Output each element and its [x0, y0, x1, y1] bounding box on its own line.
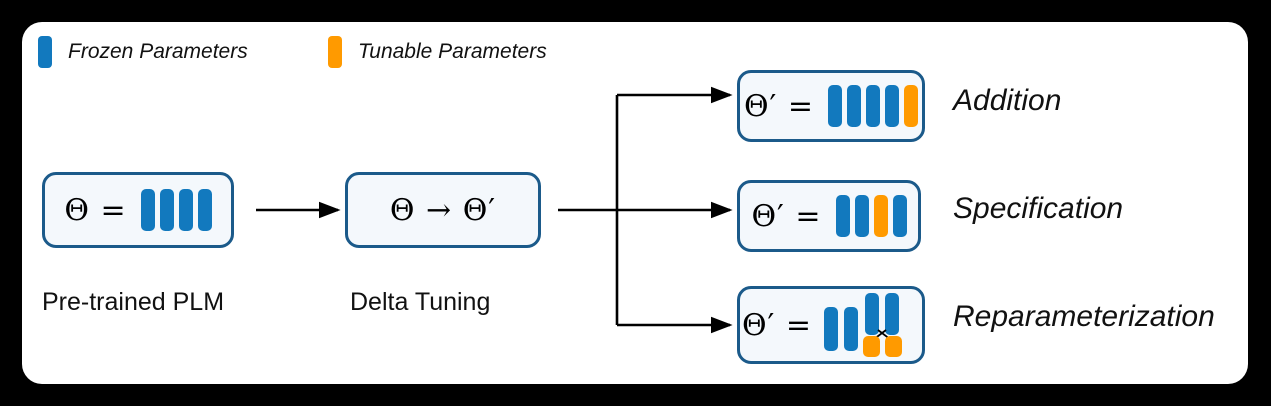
frozen-bar [854, 195, 869, 237]
frozen-bar [178, 189, 193, 231]
specification-label: Specification [953, 192, 1124, 225]
pretrained-parameter-bars [140, 189, 212, 231]
blue-bar-swatch-icon [38, 36, 52, 68]
frozen-bar [159, 189, 174, 231]
delta-tuning-box: Θ → Θ′ [345, 172, 541, 248]
frozen-bar [885, 85, 900, 127]
delta-formula: Θ → Θ′ [389, 192, 497, 228]
pretrained-formula: Θ = [64, 192, 127, 228]
addition-formula: Θ′ = [743, 88, 815, 124]
reparameterization-box: Θ′ = [737, 286, 925, 364]
addition-label: Addition [953, 84, 1062, 117]
frozen-bar [197, 189, 212, 231]
frozen-bar [865, 293, 880, 335]
frozen-bar [824, 307, 839, 351]
legend-label-tunable: Tunable Parameters [358, 40, 547, 63]
pretrained-plm-box: Θ = [42, 172, 234, 248]
frozen-bar [140, 189, 155, 231]
legend-label-frozen: Frozen Parameters [68, 40, 248, 63]
tunable-bar [873, 195, 888, 237]
reparameterization-parameter-graphic [824, 293, 920, 357]
reparameterization-label: Reparameterization [953, 300, 1215, 333]
legend-item-frozen: Frozen Parameters [38, 36, 248, 68]
frozen-bar [892, 195, 907, 237]
pretrained-plm-caption: Pre-trained PLM [42, 288, 225, 316]
frozen-bar [866, 85, 881, 127]
frozen-bar [847, 85, 862, 127]
frozen-bar [844, 307, 859, 351]
addition-parameter-bars [828, 85, 919, 127]
frozen-bar [835, 195, 850, 237]
specification-box: Θ′ = [737, 180, 921, 252]
frozen-bar [885, 293, 900, 335]
specification-parameter-bars [835, 195, 907, 237]
addition-box: Θ′ = [737, 70, 925, 142]
reparameterization-formula: Θ′ = [741, 307, 813, 343]
orange-bar-swatch-icon [328, 36, 342, 68]
tunable-low-rank-block [863, 336, 881, 357]
specification-formula: Θ′ = [751, 198, 822, 234]
frozen-bar [828, 85, 843, 127]
legend-item-tunable: Tunable Parameters [328, 36, 547, 68]
delta-tuning-caption: Delta Tuning [350, 288, 491, 316]
tunable-low-rank-block [885, 336, 903, 357]
tunable-bar [904, 85, 919, 127]
